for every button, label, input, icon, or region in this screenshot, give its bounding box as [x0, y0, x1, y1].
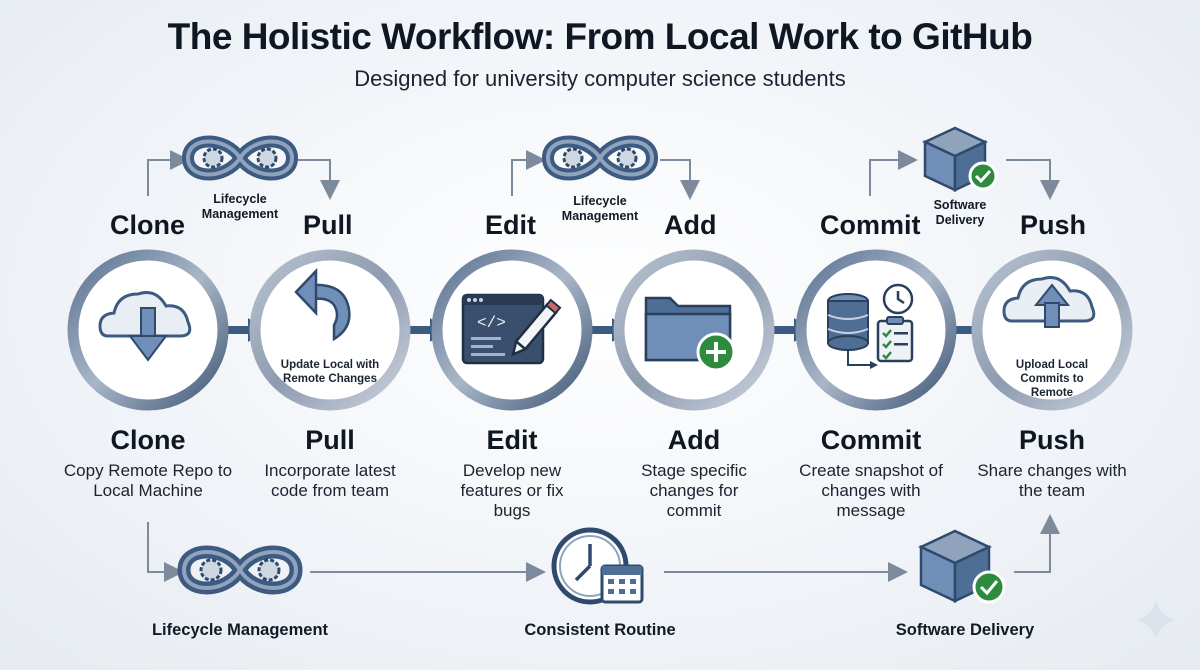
- top-connectors: [147, 150, 1060, 200]
- push-inner-text: Upload Local Commits to Remote: [1015, 359, 1089, 399]
- step-top-label-clone: Clone: [110, 210, 186, 240]
- step-label-commit: Commit: [820, 425, 922, 455]
- step-top-label-push: Push: [1020, 210, 1087, 240]
- database-snapshot-icon: [827, 283, 914, 369]
- top-group-caption: Software Delivery: [933, 198, 987, 227]
- infinity-gears-icon: [181, 135, 299, 181]
- cloud-download-icon: [98, 291, 192, 362]
- step-desc-clone: Copy Remote Repo to Local Machine: [63, 461, 233, 500]
- step-desc-commit: Create snapshot of changes with message: [799, 461, 943, 520]
- infinity-gears-icon: [541, 135, 659, 181]
- step-desc-pull: Incorporate latest code from team: [264, 461, 396, 500]
- bottom-caption-routine: Consistent Routine: [524, 621, 676, 639]
- package-check-icon: [922, 126, 998, 192]
- step-desc-add: Stage specific changes for commit: [641, 461, 747, 520]
- curved-arrow-icon: [294, 267, 351, 342]
- top-group-caption: Lifecycle Management: [561, 194, 639, 223]
- cloud-upload-icon: [1002, 276, 1096, 328]
- step-top-label-add: Add: [664, 210, 717, 240]
- page-subtitle: Designed for university computer science…: [354, 66, 846, 91]
- bottom-connectors: [147, 514, 1060, 582]
- page-title: The Holistic Workflow: From Local Work t…: [167, 16, 1033, 57]
- step-desc-edit: Develop new features or fix bugs: [460, 461, 564, 520]
- step-label-add: Add: [667, 425, 721, 455]
- bottom-caption-delivery: Software Delivery: [895, 621, 1035, 639]
- clock-calendar-icon: [551, 527, 644, 605]
- step-desc-push: Share changes with the team: [977, 461, 1127, 500]
- folder-add-icon: [644, 296, 736, 372]
- svg-text:</>: </>: [477, 314, 506, 332]
- infinity-gears-icon: [177, 545, 303, 595]
- top-group-caption: Lifecycle Management: [201, 192, 279, 221]
- step-label-clone: Clone: [110, 425, 186, 455]
- step-circles: [67, 249, 1133, 411]
- step-top-label-commit: Commit: [820, 210, 921, 240]
- step-top-label-pull: Pull: [303, 210, 353, 240]
- step-label-edit: Edit: [486, 425, 538, 455]
- code-editor-icon: </>: [461, 293, 562, 365]
- step-label-push: Push: [1018, 425, 1085, 455]
- bottom-caption-lifecycle: Lifecycle Management: [151, 621, 329, 639]
- step-top-label-edit: Edit: [485, 210, 536, 240]
- step-label-pull: Pull: [305, 425, 355, 455]
- sparkle-icon: [1136, 600, 1176, 640]
- pull-inner-text: Update Local with Remote Changes: [280, 359, 380, 385]
- package-check-icon: [918, 529, 1006, 604]
